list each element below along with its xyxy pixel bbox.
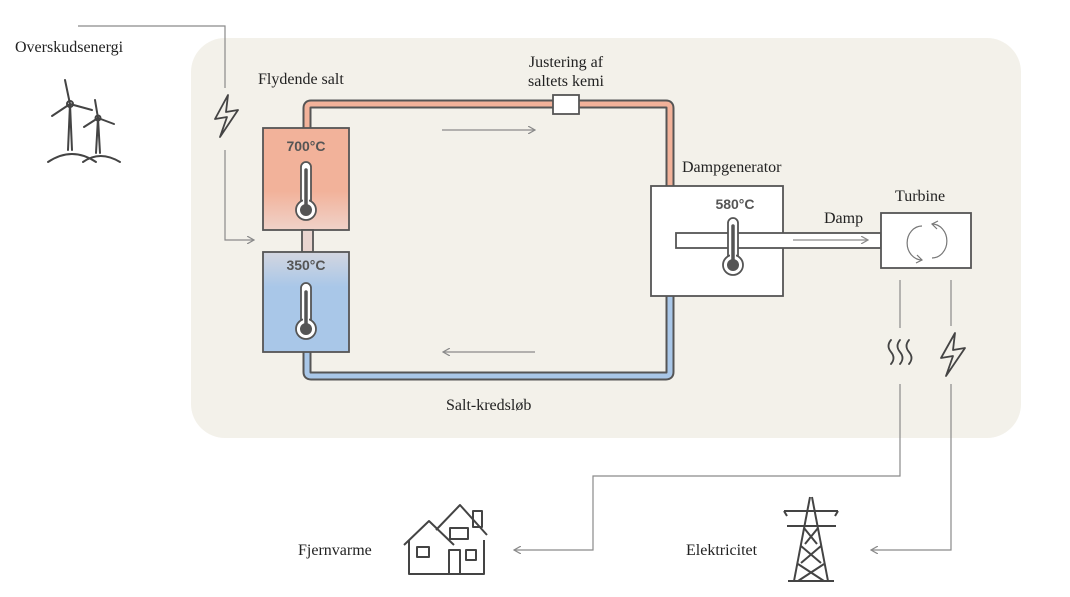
turbine-box — [880, 212, 972, 269]
wind-turbines-icon — [47, 79, 121, 163]
chemistry-adjust-box — [552, 94, 580, 115]
tank-connector — [301, 229, 314, 253]
surplus-energy-label: Overskudsenergi — [15, 39, 124, 56]
chemistry-adjust-label-line2: saltets kemi — [528, 73, 605, 90]
turbine-label: Turbine — [895, 188, 945, 205]
lightning-icon — [214, 94, 239, 138]
rotation-icon — [906, 220, 948, 264]
lightning-icon — [940, 332, 966, 377]
system-panel — [191, 38, 1021, 438]
hot-pipe — [304, 101, 673, 186]
surplus-energy-line — [78, 25, 226, 88]
district-heating-label: Fjernvarme — [298, 542, 372, 559]
hot-tank-temperature: 700°C — [286, 138, 325, 154]
cold-tank-temperature: 350°C — [286, 257, 325, 273]
chemistry-adjust-label-line1: Justering af — [529, 54, 604, 71]
steam-label: Damp — [824, 210, 863, 227]
heat-waves-icon — [887, 339, 913, 365]
thermometer-icon — [722, 217, 744, 276]
thermometer-icon — [295, 161, 317, 221]
power-output-line — [871, 384, 952, 550]
power-pylon-icon — [783, 496, 839, 582]
surplus-energy-arrow — [224, 150, 254, 240]
electricity-label: Elektricitet — [686, 542, 758, 559]
molten-salt-label: Flydende salt — [258, 71, 344, 88]
thermometer-icon — [295, 282, 317, 340]
steam-generator-temperature: 580°C — [715, 196, 754, 212]
salt-loop-label: Salt-kredsløb — [446, 397, 531, 414]
heat-output-line — [514, 384, 901, 550]
cold-pipe — [304, 296, 673, 379]
steam-generator-label: Dampgenerator — [682, 159, 782, 176]
house-icon — [403, 504, 488, 575]
